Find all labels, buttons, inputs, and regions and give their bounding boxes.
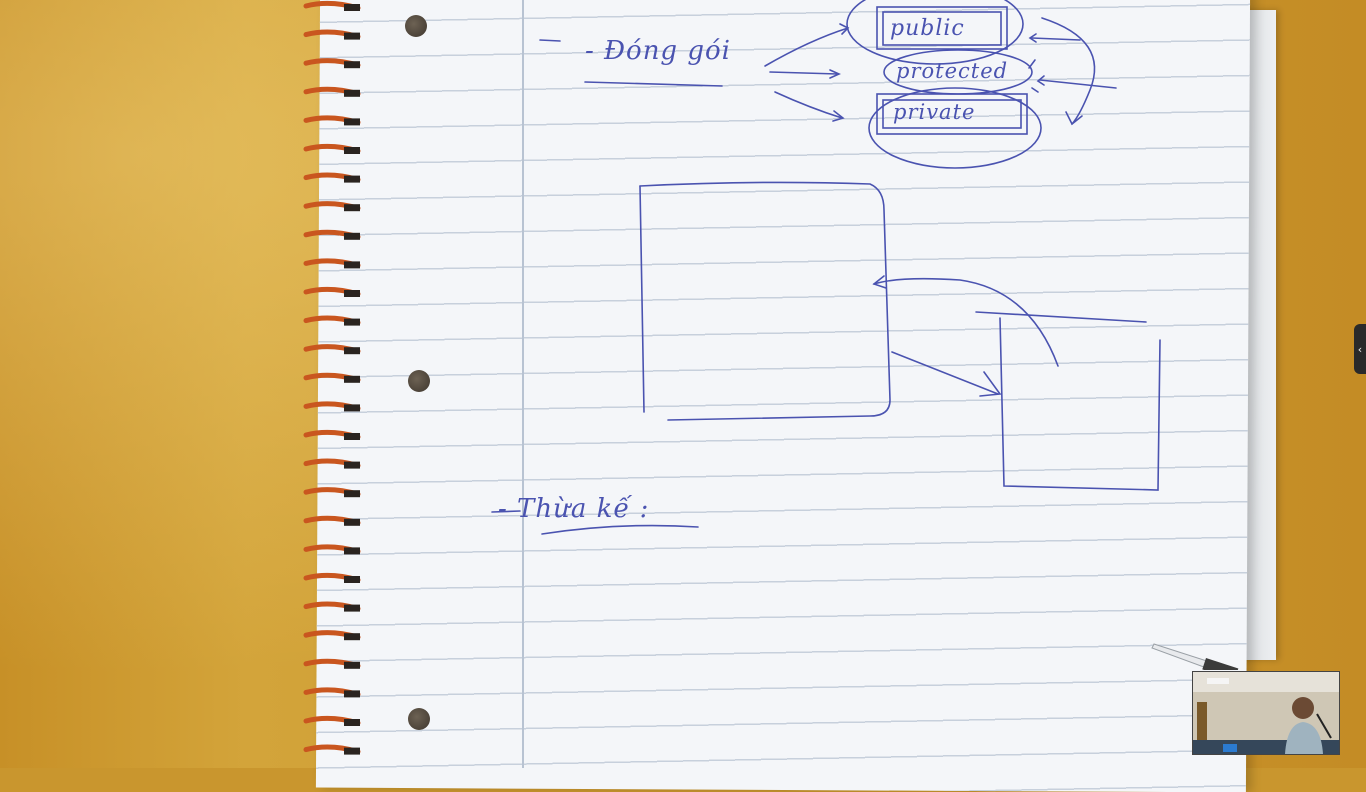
spiral-hole	[344, 747, 360, 755]
binder-hole	[408, 370, 430, 392]
spiral-hole	[344, 633, 360, 641]
binder-hole	[405, 15, 427, 37]
modifier-protected: protected	[896, 59, 1009, 83]
spiral-hole	[344, 719, 360, 726]
spiral-hole	[344, 690, 360, 698]
child-class-box	[999, 317, 1161, 491]
spiral-hole	[344, 347, 360, 355]
spiral-hole	[344, 433, 360, 440]
spiral-hole	[344, 661, 360, 669]
spiral-hole	[344, 32, 360, 40]
spiral-hole	[344, 118, 360, 126]
arrow-private	[774, 91, 843, 119]
spiral-hole	[344, 290, 360, 297]
spiral-hole	[344, 547, 360, 555]
spiral-hole	[344, 604, 360, 612]
arrow-public	[764, 27, 849, 67]
heading-underline	[584, 81, 723, 87]
spiral-binding	[303, 0, 361, 755]
modifier-private: private	[893, 100, 976, 124]
spiral-hole	[344, 89, 360, 97]
spiral-hole	[344, 375, 360, 383]
avatar	[1292, 697, 1314, 719]
private-box	[876, 93, 1028, 135]
public-oval	[846, 0, 1024, 65]
spiral-hole	[344, 576, 360, 583]
spiral-hole	[344, 461, 360, 469]
heading-inheritance: - Thừa kế :	[498, 494, 650, 524]
spiral-hole	[344, 490, 360, 498]
spiral-hole	[344, 518, 360, 526]
spiral-hole	[344, 232, 360, 240]
arrow-protected	[769, 71, 839, 75]
modifier-public: public	[890, 16, 965, 41]
spiral-hole	[344, 4, 360, 11]
spiral-hole	[344, 175, 360, 183]
chevron-left-icon: ‹	[1357, 342, 1363, 356]
side-panel-toggle[interactable]: ‹	[1354, 324, 1366, 374]
heading-underline	[541, 524, 699, 535]
spiral-hole	[344, 204, 360, 212]
handwritten-diagram	[491, 0, 1161, 535]
public-box	[876, 6, 1008, 50]
heading-encapsulation: - Đóng gói	[585, 36, 731, 66]
pen-icon	[1151, 643, 1239, 670]
page-margin-line	[522, 0, 524, 768]
webcam-feed	[1193, 672, 1339, 754]
spiral-hole	[344, 404, 360, 412]
parent-class-box	[639, 181, 891, 421]
binder-hole	[408, 708, 430, 730]
spiral-hole	[344, 318, 360, 326]
webcam-preview[interactable]	[1192, 671, 1340, 755]
spiral-hole	[344, 147, 360, 154]
spiral-hole	[344, 61, 360, 69]
spiral-hole	[344, 261, 360, 269]
private-oval	[868, 87, 1042, 169]
